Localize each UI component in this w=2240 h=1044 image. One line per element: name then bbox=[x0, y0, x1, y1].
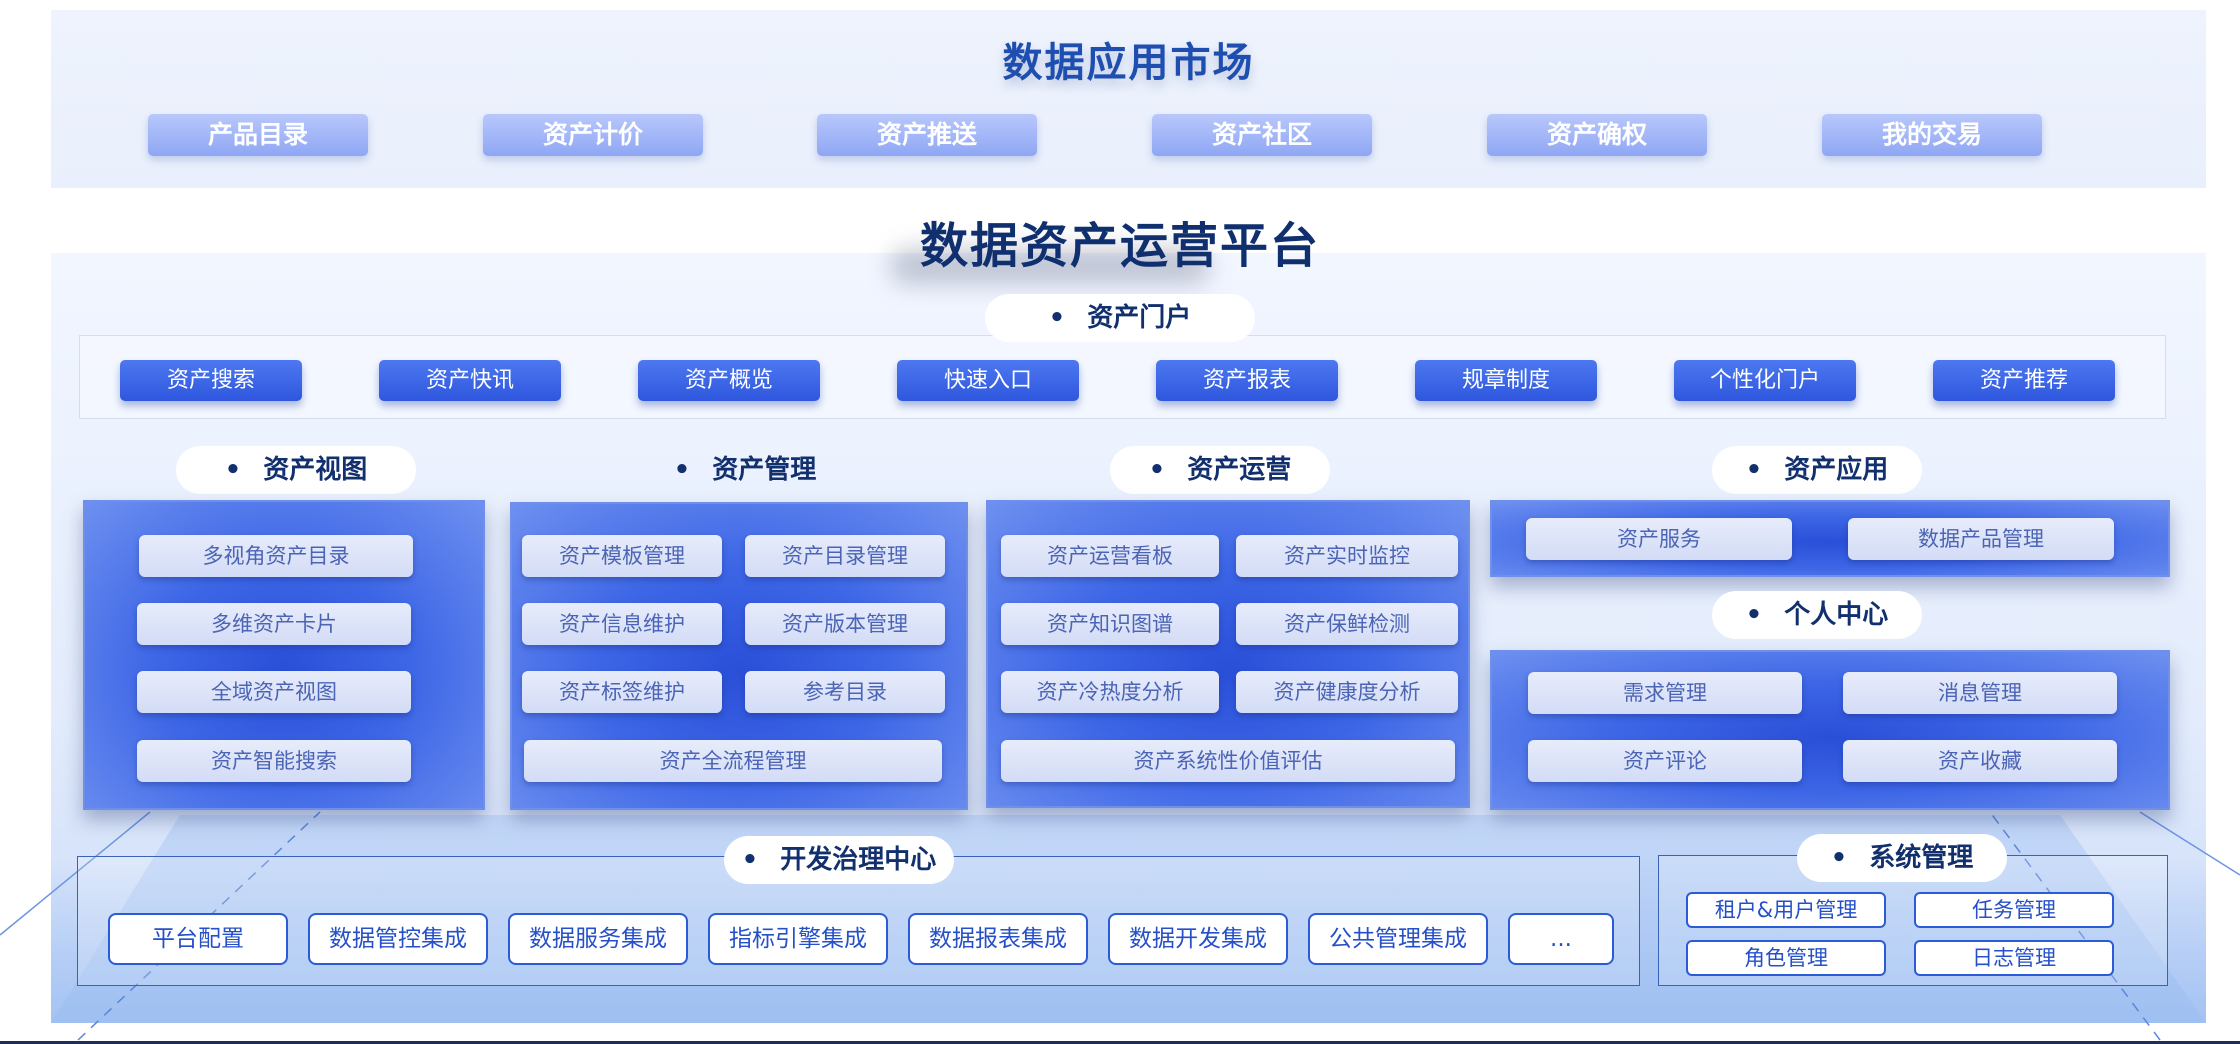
asset-operation-item[interactable]: 资产冷热度分析 bbox=[1001, 671, 1219, 713]
dev-item-data-development[interactable]: 数据开发集成 bbox=[1108, 913, 1288, 965]
bullet-icon: • bbox=[1745, 455, 1763, 485]
asset-application-item[interactable]: 资产服务 bbox=[1526, 518, 1792, 560]
market-item-rights[interactable]: 资产确权 bbox=[1487, 114, 1707, 156]
market-item-community[interactable]: 资产社区 bbox=[1152, 114, 1372, 156]
dev-item-platform-config[interactable]: 平台配置 bbox=[108, 913, 288, 965]
portal-item-personalized[interactable]: 个性化门户 bbox=[1674, 360, 1856, 401]
asset-operation-item[interactable]: 资产健康度分析 bbox=[1236, 671, 1458, 713]
portal-item-quick-entry[interactable]: 快速入口 bbox=[897, 360, 1079, 401]
bullet-icon: • bbox=[1830, 843, 1848, 873]
portal-item-overview[interactable]: 资产概览 bbox=[638, 360, 820, 401]
sys-item-log[interactable]: 日志管理 bbox=[1914, 940, 2114, 976]
personal-center-label: •个人中心 bbox=[1712, 591, 1922, 639]
portal-item-regulations[interactable]: 规章制度 bbox=[1415, 360, 1597, 401]
bullet-icon: • bbox=[1148, 455, 1166, 485]
sys-item-tenant-user[interactable]: 租户&用户管理 bbox=[1686, 892, 1886, 928]
asset-operation-item[interactable]: 资产知识图谱 bbox=[1001, 603, 1219, 645]
app-market-section: 数据应用市场 产品目录 资产计价 资产推送 资产社区 资产确权 我的交易 bbox=[51, 10, 2206, 188]
market-item-push[interactable]: 资产推送 bbox=[817, 114, 1037, 156]
asset-management-item[interactable]: 资产模板管理 bbox=[522, 535, 722, 577]
market-item-pricing[interactable]: 资产计价 bbox=[483, 114, 703, 156]
bullet-icon: • bbox=[741, 845, 759, 875]
asset-view-item[interactable]: 多视角资产目录 bbox=[139, 535, 413, 577]
personal-center-item[interactable]: 需求管理 bbox=[1528, 672, 1802, 714]
personal-center-item[interactable]: 消息管理 bbox=[1843, 672, 2117, 714]
bullet-icon: • bbox=[1048, 303, 1066, 333]
asset-operation-item[interactable]: 资产实时监控 bbox=[1236, 535, 1458, 577]
asset-operation-label: •资产运营 bbox=[1110, 446, 1330, 494]
platform-title-shadow bbox=[890, 248, 1210, 284]
platform-title: 数据资产运营平台 bbox=[919, 218, 1320, 274]
dev-item-data-report[interactable]: 数据报表集成 bbox=[908, 913, 1088, 965]
asset-view-label: •资产视图 bbox=[176, 446, 416, 494]
sys-item-task[interactable]: 任务管理 bbox=[1914, 892, 2114, 928]
asset-application-label: •资产应用 bbox=[1712, 446, 1922, 494]
portal-item-reports[interactable]: 资产报表 bbox=[1156, 360, 1338, 401]
dev-item-data-service[interactable]: 数据服务集成 bbox=[508, 913, 688, 965]
bullet-icon: • bbox=[224, 455, 242, 485]
portal-item-recommend[interactable]: 资产推荐 bbox=[1933, 360, 2115, 401]
asset-management-item[interactable]: 资产版本管理 bbox=[745, 603, 945, 645]
asset-management-label: •资产管理 bbox=[620, 446, 870, 494]
dev-item-metric-engine[interactable]: 指标引擎集成 bbox=[708, 913, 888, 965]
asset-management-item[interactable]: 资产标签维护 bbox=[522, 671, 722, 713]
asset-application-item[interactable]: 数据产品管理 bbox=[1848, 518, 2114, 560]
dev-item-more[interactable]: ... bbox=[1508, 913, 1614, 965]
bullet-icon: • bbox=[1745, 600, 1763, 630]
asset-view-item[interactable]: 全域资产视图 bbox=[137, 671, 411, 713]
personal-center-item[interactable]: 资产评论 bbox=[1528, 740, 1802, 782]
dev-item-public-management[interactable]: 公共管理集成 bbox=[1308, 913, 1488, 965]
portal-item-search[interactable]: 资产搜索 bbox=[120, 360, 302, 401]
market-item-catalog[interactable]: 产品目录 bbox=[148, 114, 368, 156]
asset-view-item[interactable]: 多维资产卡片 bbox=[137, 603, 411, 645]
asset-operation-item[interactable]: 资产保鲜检测 bbox=[1236, 603, 1458, 645]
asset-management-item[interactable]: 参考目录 bbox=[745, 671, 945, 713]
asset-operation-item[interactable]: 资产系统性价值评估 bbox=[1001, 740, 1455, 782]
personal-center-item[interactable]: 资产收藏 bbox=[1843, 740, 2117, 782]
market-item-trades[interactable]: 我的交易 bbox=[1822, 114, 2042, 156]
asset-management-item[interactable]: 资产全流程管理 bbox=[524, 740, 942, 782]
asset-management-item[interactable]: 资产目录管理 bbox=[745, 535, 945, 577]
dev-item-data-control[interactable]: 数据管控集成 bbox=[308, 913, 488, 965]
bullet-icon: • bbox=[673, 455, 691, 485]
bottom-border bbox=[0, 1041, 2240, 1044]
asset-operation-item[interactable]: 资产运营看板 bbox=[1001, 535, 1219, 577]
asset-management-item[interactable]: 资产信息维护 bbox=[522, 603, 722, 645]
asset-portal-label: •资产门户 bbox=[985, 294, 1255, 342]
sys-item-role[interactable]: 角色管理 bbox=[1686, 940, 1886, 976]
dev-governance-label: •开发治理中心 bbox=[724, 836, 954, 884]
app-market-title: 数据应用市场 bbox=[1002, 40, 1255, 86]
system-management-label: •系统管理 bbox=[1797, 834, 2007, 882]
portal-item-news[interactable]: 资产快讯 bbox=[379, 360, 561, 401]
asset-view-item[interactable]: 资产智能搜索 bbox=[137, 740, 411, 782]
